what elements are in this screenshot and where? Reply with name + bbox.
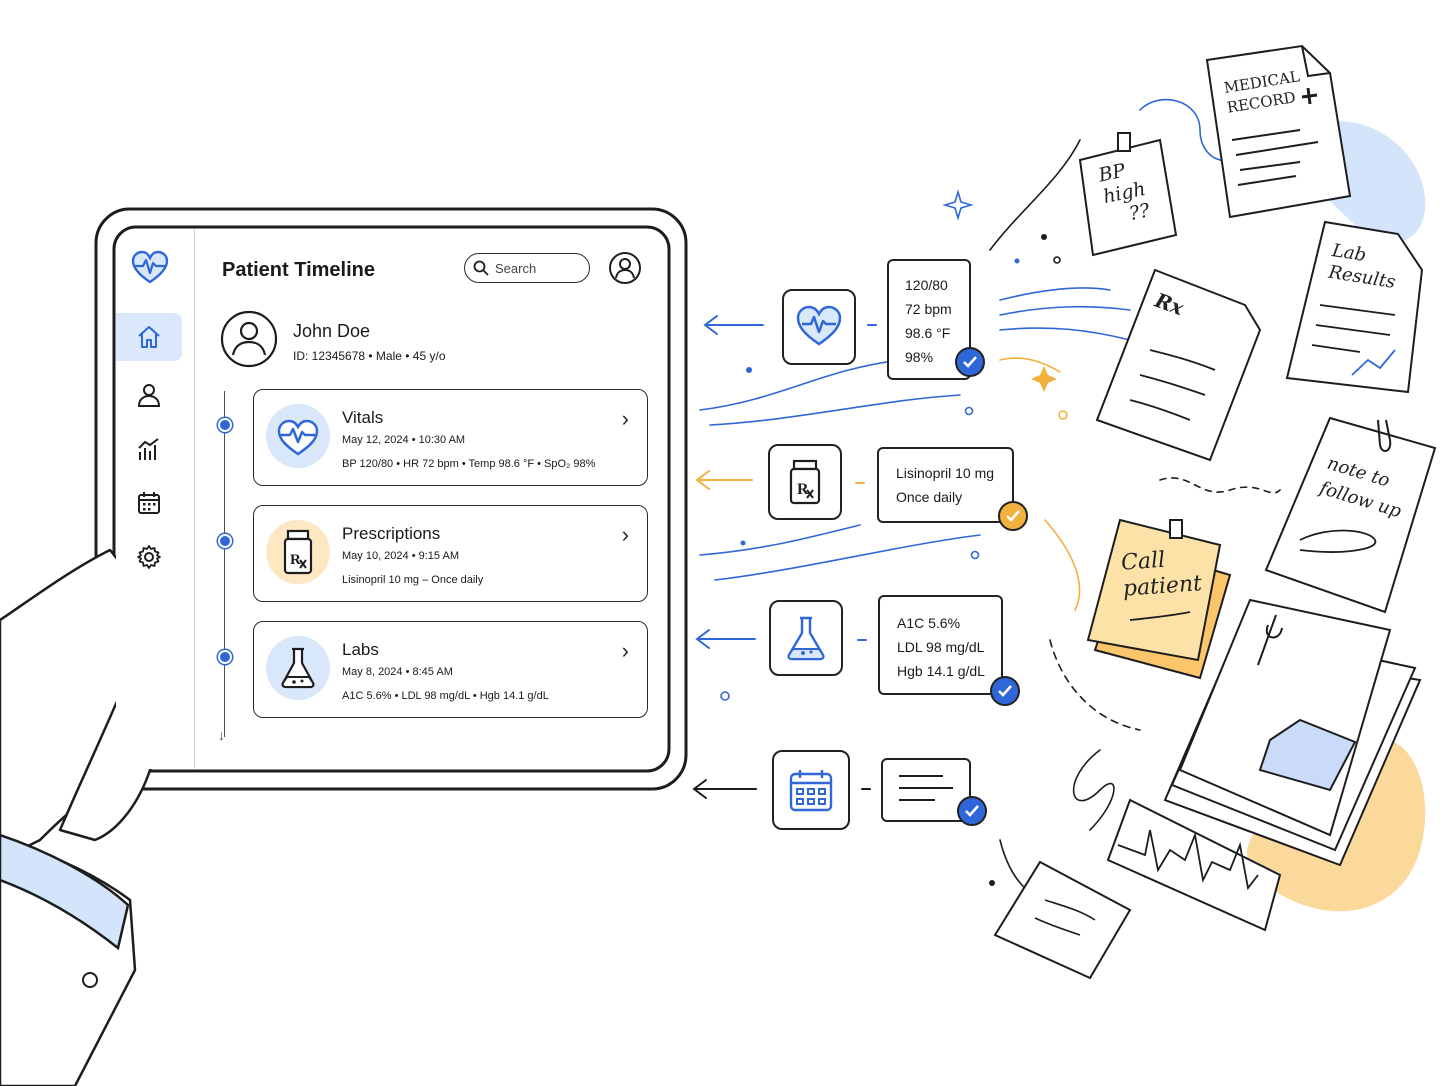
labs-ldl-value: LDL 98 mg/dL [897, 639, 985, 655]
sparkle-orange [1031, 366, 1057, 392]
tablet-screen: Patient Timeline Search John Doe ID: 123… [116, 229, 667, 769]
flask-icon [281, 647, 315, 689]
check-icon [998, 685, 1012, 697]
calendar-icon [789, 770, 833, 812]
lab-results-paper [1285, 220, 1424, 394]
chevron-right-icon[interactable]: › [621, 638, 629, 663]
call-patient-text: Call patient [1120, 545, 1203, 602]
calendar-icon-box [772, 750, 850, 830]
heart-pulse-icon [796, 305, 842, 346]
vitals-icon-box [782, 289, 856, 365]
sidebar-item-patient[interactable] [116, 371, 182, 419]
sidebar-item-analytics[interactable] [116, 425, 182, 473]
card-icon: R [266, 520, 330, 584]
timeline-dot [218, 418, 232, 432]
card-title: Vitals [342, 408, 384, 427]
card-date: May 10, 2024 • 9:15 AM [342, 550, 459, 562]
rx-drug-value: Lisinopril 10 mg [896, 465, 995, 481]
rx-bottle-icon: R [283, 529, 313, 575]
check-icon [963, 356, 977, 368]
chevron-right-icon[interactable]: › [621, 522, 629, 547]
labs-a1c-value: A1C 5.6% [897, 615, 961, 631]
vitals-spo2-value: 98% [905, 349, 934, 365]
sidebar-item-home[interactable] [116, 313, 182, 361]
patient-name: John Doe [293, 321, 371, 341]
vitals-check-badge [955, 347, 985, 377]
vitals-bp-value: 120/80 [905, 277, 948, 293]
timeline-card-labs[interactable]: Labs May 8, 2024 • 8:45 AM A1C 5.6% • LD… [253, 621, 648, 718]
labs-hgb-value: Hgb 14.1 g/dL [897, 663, 985, 679]
timeline-card-vitals[interactable]: Vitals May 12, 2024 • 10:30 AM BP 120/80… [253, 389, 648, 486]
rx-check-badge [998, 501, 1028, 531]
card-detail: A1C 5.6% • LDL 98 mg/dL • Hgb 14.1 g/dL [342, 690, 549, 702]
patient-avatar [220, 310, 278, 368]
chevron-right-icon[interactable]: › [621, 406, 629, 431]
schedule-values-box [881, 758, 971, 822]
ecg-strip [1106, 798, 1282, 932]
sidebar [116, 229, 195, 769]
card-title: Prescriptions [342, 524, 441, 543]
vitals-temp-value: 98.6 °F [905, 325, 951, 341]
card-detail: BP 120/80 • HR 72 bpm • Temp 98.6 °F • S… [342, 458, 596, 470]
labs-icon-box [769, 600, 843, 676]
stacked-papers [1163, 598, 1422, 867]
flask-icon [787, 616, 825, 661]
search-placeholder: Search [495, 260, 537, 276]
text-lines-icon [899, 775, 953, 801]
heart-pulse-icon [277, 419, 319, 456]
home-icon [138, 326, 160, 348]
rx-paper [1095, 268, 1262, 462]
rx-icon-box: R [768, 444, 842, 520]
sidebar-item-calendar[interactable] [116, 479, 182, 527]
timeline-arrow-icon: ↓ [218, 727, 225, 743]
decorative-dots [740, 234, 1047, 886]
card-date: May 12, 2024 • 10:30 AM [342, 434, 466, 446]
analytics-icon [138, 438, 159, 460]
search-icon [473, 260, 489, 276]
timeline-dot [218, 650, 232, 664]
search-field[interactable]: Search [464, 253, 590, 283]
user-circle-icon[interactable] [608, 251, 642, 285]
card-icon [266, 636, 330, 700]
call-patient-line-2: patient [1122, 571, 1203, 602]
vitals-hr-value: 72 bpm [905, 301, 952, 317]
card-date: May 8, 2024 • 8:45 AM [342, 666, 453, 678]
call-patient-sticky-note [1086, 518, 1232, 680]
schedule-check-badge [957, 796, 987, 826]
patient-meta: ID: 12345678 • Male • 45 y/o [293, 349, 446, 363]
timeline-card-prescriptions[interactable]: R Prescriptions May 10, 2024 • 9:15 AM L… [253, 505, 648, 602]
page-title: Patient Timeline [222, 259, 376, 281]
heart-pulse-icon[interactable] [130, 249, 170, 285]
calendar-icon [138, 492, 160, 514]
timeline-line [224, 391, 225, 737]
sleeve-cuff [0, 833, 130, 951]
labs-check-badge [990, 676, 1020, 706]
card-detail: Lisinopril 10 mg – Once daily [342, 574, 484, 586]
check-icon [965, 805, 979, 817]
small-note-paper [993, 860, 1132, 980]
user-icon [137, 384, 161, 407]
follow-up-note [1264, 416, 1437, 614]
medical-record-paper [1205, 44, 1352, 219]
timeline-dot [218, 534, 232, 548]
connector-arrows [692, 315, 877, 799]
check-icon [1006, 510, 1020, 522]
rx-values-box: Lisinopril 10 mg Once daily [877, 447, 1014, 523]
bp-sticky-note [1078, 132, 1178, 257]
sidebar-item-settings[interactable] [116, 533, 182, 581]
decorative-rings [720, 256, 1068, 701]
rx-frequency-value: Once daily [896, 489, 963, 505]
svg-text:R: R [797, 481, 809, 498]
svg-text:R: R [290, 552, 301, 568]
gear-icon [137, 545, 161, 569]
labs-values-box: A1C 5.6% LDL 98 mg/dL Hgb 14.1 g/dL [878, 595, 1003, 695]
rx-bottle-icon: R [789, 459, 821, 505]
card-title: Labs [342, 640, 379, 659]
card-icon [266, 404, 330, 468]
sparkle-blue [942, 189, 974, 221]
